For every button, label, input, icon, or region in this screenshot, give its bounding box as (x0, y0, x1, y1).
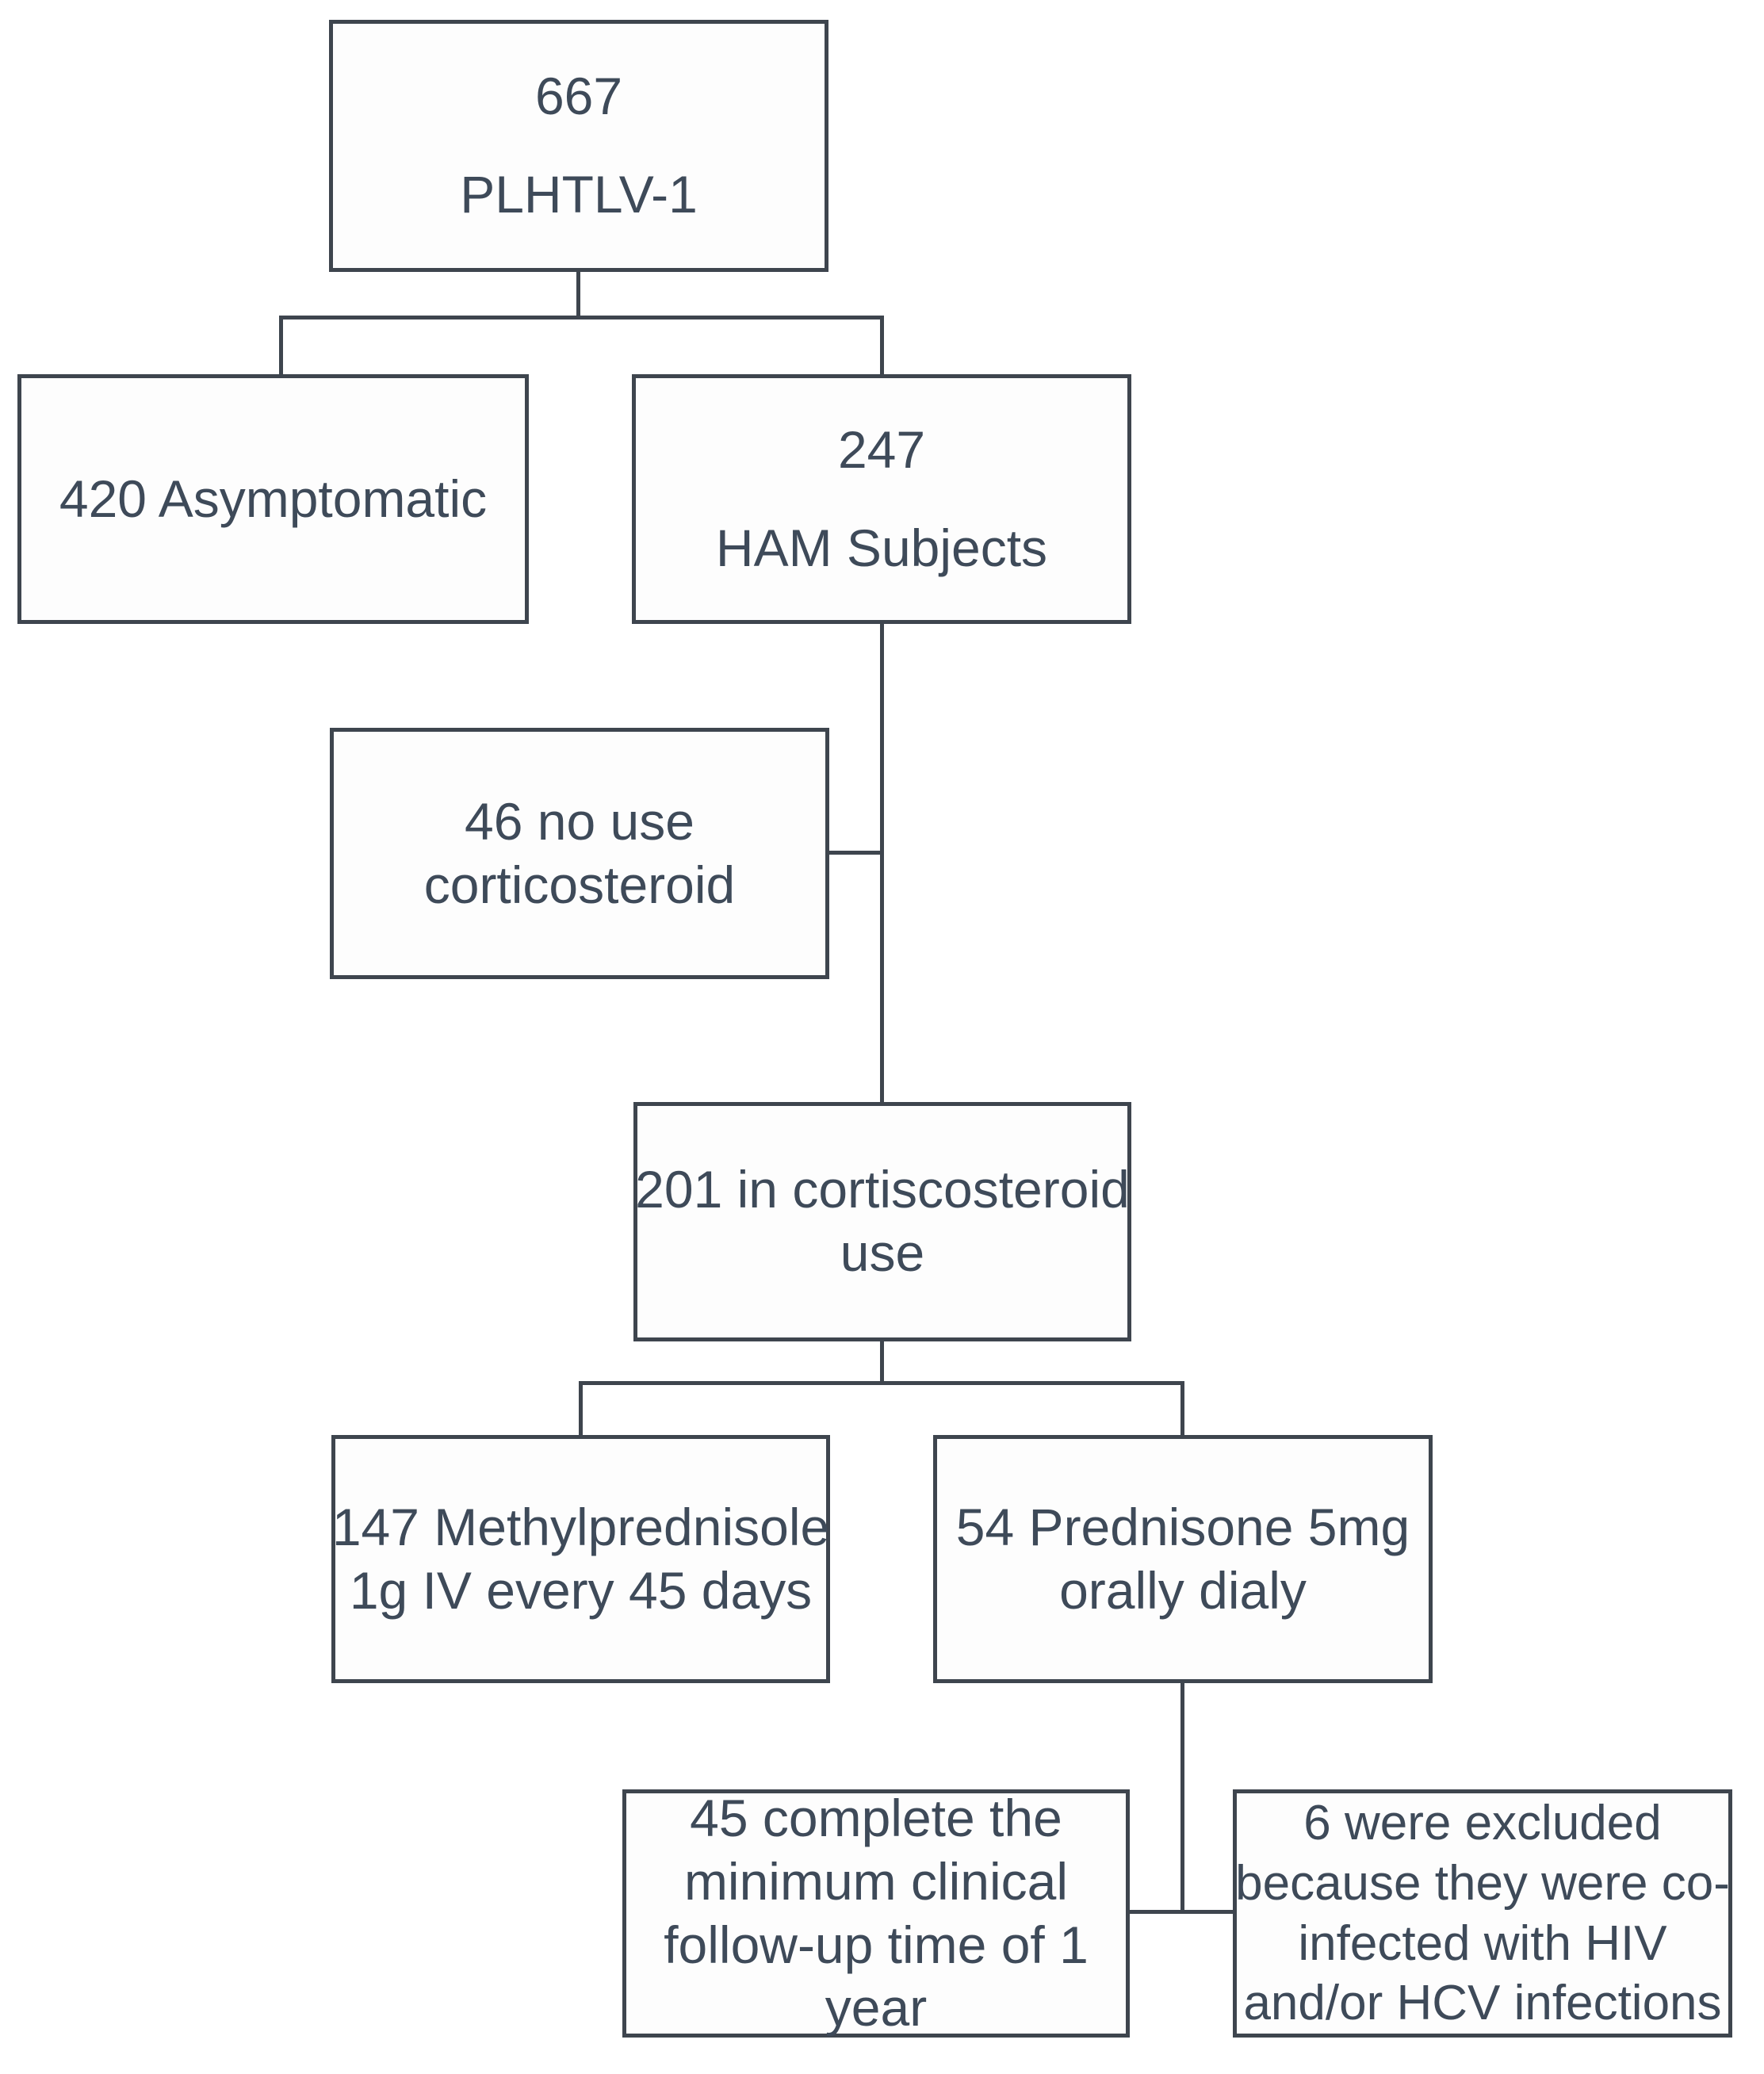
box-text-line: because they were co- (1235, 1855, 1730, 1911)
box-text-line: 45 complete the (690, 1788, 1062, 1847)
box-text-line: 46 no use (465, 791, 695, 851)
box-text-line: minimum clinical (683, 1851, 1069, 1911)
flow-box-prednisone: 54 Prednisone 5mg orally dialy (933, 1435, 1433, 1683)
box-text-line: 420 Asymptomatic (59, 469, 488, 528)
box-text-line: infected with HIV (1298, 1915, 1667, 1971)
flow-box-ham-subjects: 247 HAM Subjects (632, 374, 1131, 624)
flow-box-asymptomatic: 420 Asymptomatic (17, 374, 529, 624)
box-text-line: follow-up time of 1 (664, 1915, 1089, 1974)
box-text-line: and/or HCV infections (1243, 1976, 1722, 2031)
connector-bottom-link (1128, 1910, 1234, 1914)
flow-box-no-corticosteroid: 46 no use corticosteroid (330, 728, 829, 979)
flow-box-completed-followup: 45 complete the minimum clinical follow-… (622, 1789, 1130, 2038)
box-text-line: 201 in cortiscosteroid (635, 1160, 1130, 1219)
connector-total-down (576, 272, 580, 317)
box-text-line: 247 (837, 419, 926, 479)
box-text-line: 147 Methylprednisole (331, 1497, 830, 1556)
flow-box-excluded: 6 were excluded because they were co- in… (1233, 1789, 1732, 2038)
box-text-line: year (825, 1978, 928, 2038)
box-text-line: 1g IV every 45 days (349, 1560, 813, 1620)
connector-row1-branch (279, 316, 884, 320)
connector-drop-ham (880, 316, 884, 376)
flow-box-corticosteroid-use: 201 in cortiscosteroid use (633, 1102, 1131, 1341)
connector-ham-to-use (880, 622, 884, 1104)
box-text-line: PLHTLV-1 (460, 165, 698, 224)
connector-drop-prednisone (1180, 1381, 1184, 1437)
box-text-line: HAM Subjects (715, 518, 1048, 577)
box-text-line: orally dialy (1059, 1560, 1307, 1620)
box-text-line: 6 were excluded (1303, 1796, 1662, 1851)
connector-use-down (880, 1340, 884, 1385)
flow-box-methylprednisolone: 147 Methylprednisole 1g IV every 45 days (331, 1435, 830, 1683)
flow-box-plhtlv-total: 667 PLHTLV-1 (329, 20, 828, 272)
connector-drop-methylprednisolone (579, 1381, 583, 1437)
box-text-line: corticosteroid (423, 855, 736, 914)
connector-prednisone-down (1180, 1682, 1184, 1914)
connector-no-corticosteroid-stub (828, 851, 882, 855)
box-text-line: use (840, 1223, 925, 1282)
connector-drop-asymptomatic (279, 316, 283, 376)
box-text-line: 54 Prednisone 5mg (955, 1497, 1410, 1556)
connector-row5-branch (579, 1381, 1184, 1385)
box-text-line: 667 (534, 67, 623, 126)
